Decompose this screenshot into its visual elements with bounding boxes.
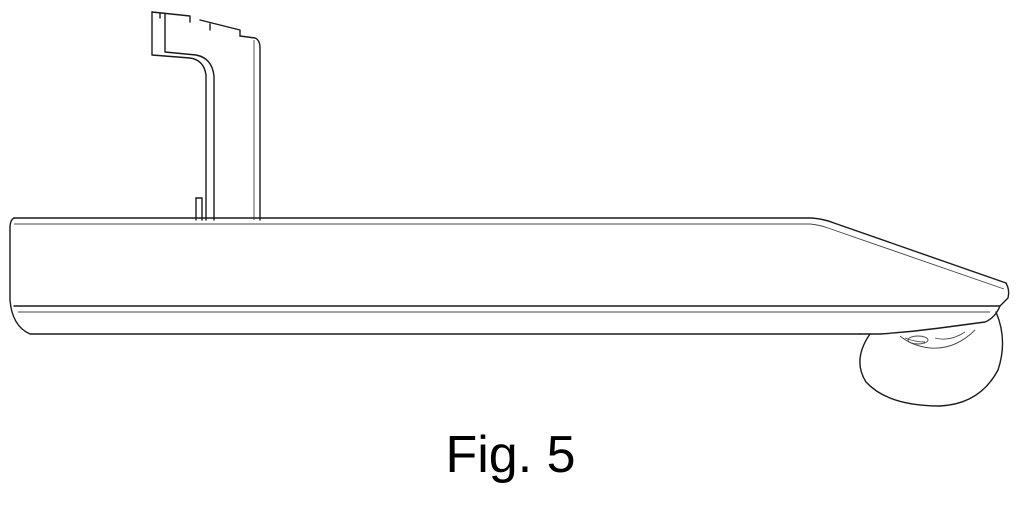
figure-caption: Fig. 5 xyxy=(0,425,1021,485)
upright-bracket xyxy=(152,12,260,220)
base-body xyxy=(10,218,1009,334)
wheel xyxy=(860,312,1003,406)
